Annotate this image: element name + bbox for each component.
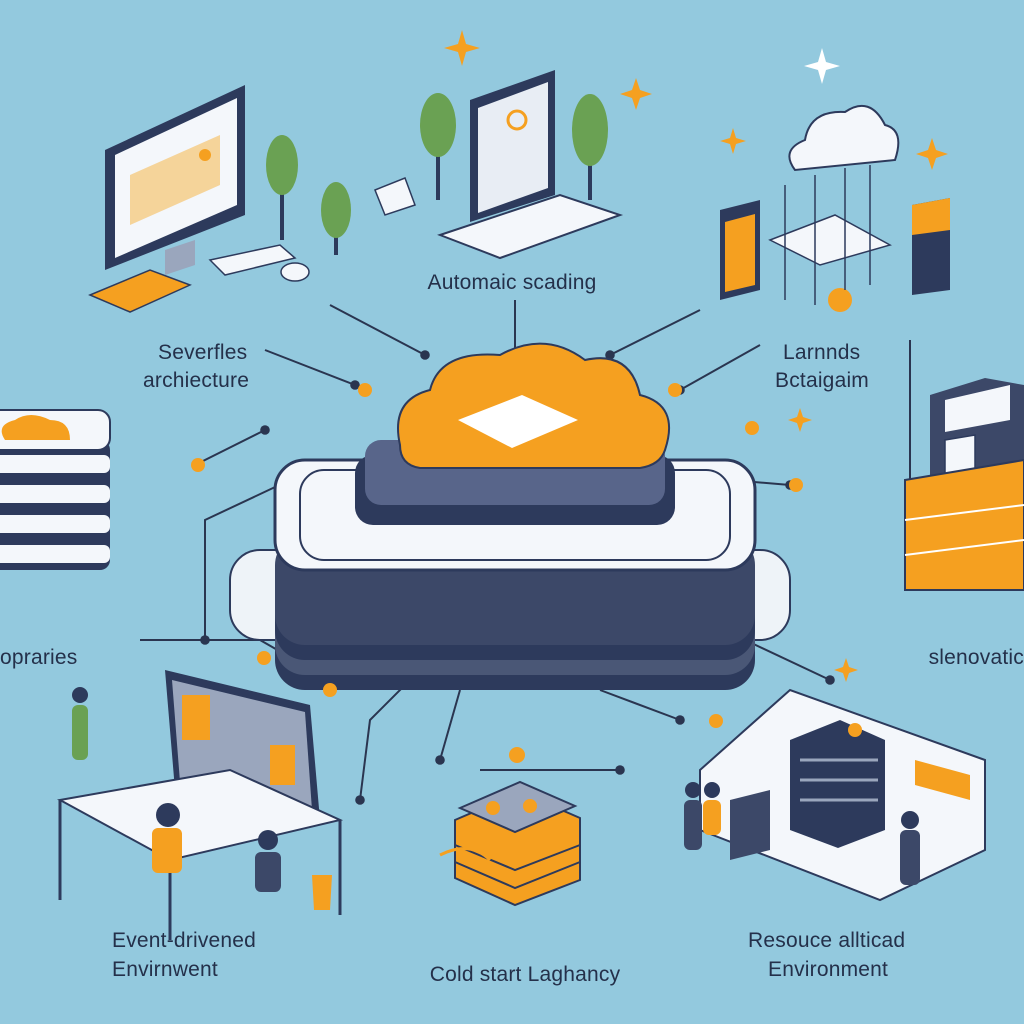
label-event-driven-line2: Envirnwent	[112, 958, 218, 981]
workstation-people-icon	[57, 670, 344, 940]
orange-dots	[191, 383, 803, 763]
label-opraries: opraries	[0, 646, 78, 669]
label-resource-line2: Environment	[768, 958, 889, 981]
label-resource-line1: Resouce allticad	[748, 929, 906, 952]
label-serverless-line2: archiecture	[143, 369, 250, 392]
label-lambda-line1: Larnnds	[783, 341, 861, 364]
server-stack-icon	[0, 409, 111, 570]
connector-lines	[140, 300, 915, 805]
tree-icons	[266, 93, 608, 255]
server-rack-icon	[904, 378, 1024, 591]
laptop-icon	[374, 70, 624, 260]
label-slenovatic: slenovatic	[928, 646, 1024, 669]
white-sparkles	[804, 48, 840, 84]
central-cloud-platform-icon	[229, 342, 791, 690]
label-cold-start: Cold start Laghancy	[429, 963, 621, 986]
cloud-servers-icon	[720, 104, 950, 312]
label-serverless-line1: Severfles	[158, 341, 248, 364]
label-event-driven-line1: Event-drivened	[112, 929, 257, 952]
cold-start-box-icon	[439, 780, 581, 907]
desktop-computer-icon	[88, 85, 310, 313]
datacenter-icon	[684, 688, 986, 902]
label-automatic-scaling: Automaic scading	[427, 271, 597, 294]
sparkle-icon	[444, 30, 948, 682]
label-lambda-line2: Bctaigaim	[775, 369, 870, 392]
